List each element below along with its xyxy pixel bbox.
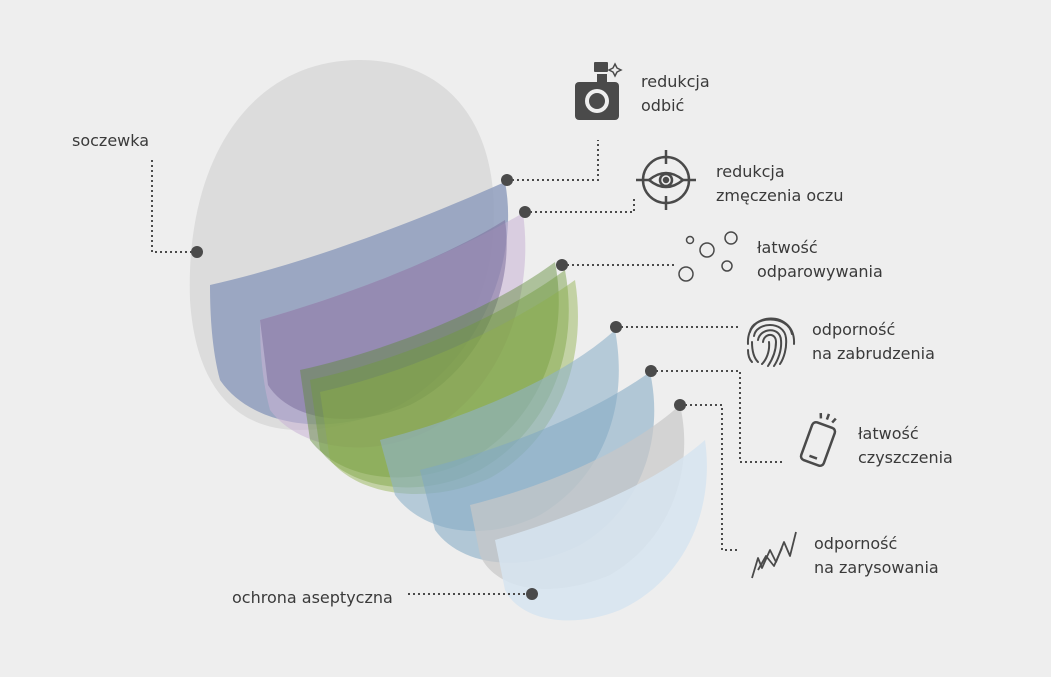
label-lens-text: soczewka (72, 131, 150, 150)
eye-fatigue-layer-overlap (260, 220, 507, 419)
camera-flash-icon (575, 62, 623, 120)
phone-icon (799, 413, 837, 468)
label-scratch: odporność na zarysowania (814, 532, 939, 580)
dot-fog (556, 259, 568, 271)
label-aseptic: ochrona aseptyczna (232, 586, 393, 610)
connector-dots (191, 174, 686, 600)
label-eye-fatigue-line1: redukcja (716, 162, 785, 181)
label-fog-line2: odparowywania (757, 262, 883, 281)
dot-dirt (610, 321, 622, 333)
label-scratch-line1: odporność (814, 534, 898, 553)
label-lens: soczewka (72, 129, 149, 153)
label-eye-fatigue-line2: zmęczenia oczu (716, 186, 844, 205)
eye-target-icon (636, 150, 696, 210)
label-dirt: odporność na zabrudzenia (812, 318, 935, 366)
label-cleaning: łatwość czyszczenia (858, 422, 953, 470)
water-droplets-icon (678, 231, 738, 282)
connector-lens (151, 160, 197, 253)
dot-scratch (674, 399, 686, 411)
label-cleaning-line2: czyszczenia (858, 448, 953, 467)
connector-lines (151, 140, 785, 595)
dot-lens (191, 246, 203, 258)
label-fog: łatwość odparowywania (757, 236, 883, 284)
label-reflection-line1: redukcja (641, 72, 710, 91)
dot-aseptic (526, 588, 538, 600)
dot-reflection (501, 174, 513, 186)
label-reflection: redukcja odbić (641, 70, 710, 118)
label-eye-fatigue: redukcja zmęczenia oczu (716, 160, 843, 208)
label-scratch-line2: na zarysowania (814, 558, 939, 577)
connector-eye-fatigue (525, 198, 635, 213)
fingerprint-icon (746, 317, 796, 367)
scratch-icon (751, 531, 797, 579)
label-dirt-line1: odporność (812, 320, 896, 339)
label-cleaning-line1: łatwość (858, 424, 919, 443)
dot-cleaning (645, 365, 657, 377)
connector-scratch (680, 404, 740, 551)
label-reflection-line2: odbić (641, 96, 685, 115)
connector-reflection (507, 140, 599, 181)
aseptic-layer (495, 440, 707, 621)
label-aseptic-text: ochrona aseptyczna (232, 588, 393, 607)
label-fog-line1: łatwość (757, 238, 818, 257)
dot-eye-fatigue (519, 206, 531, 218)
label-dirt-line2: na zabrudzenia (812, 344, 935, 363)
